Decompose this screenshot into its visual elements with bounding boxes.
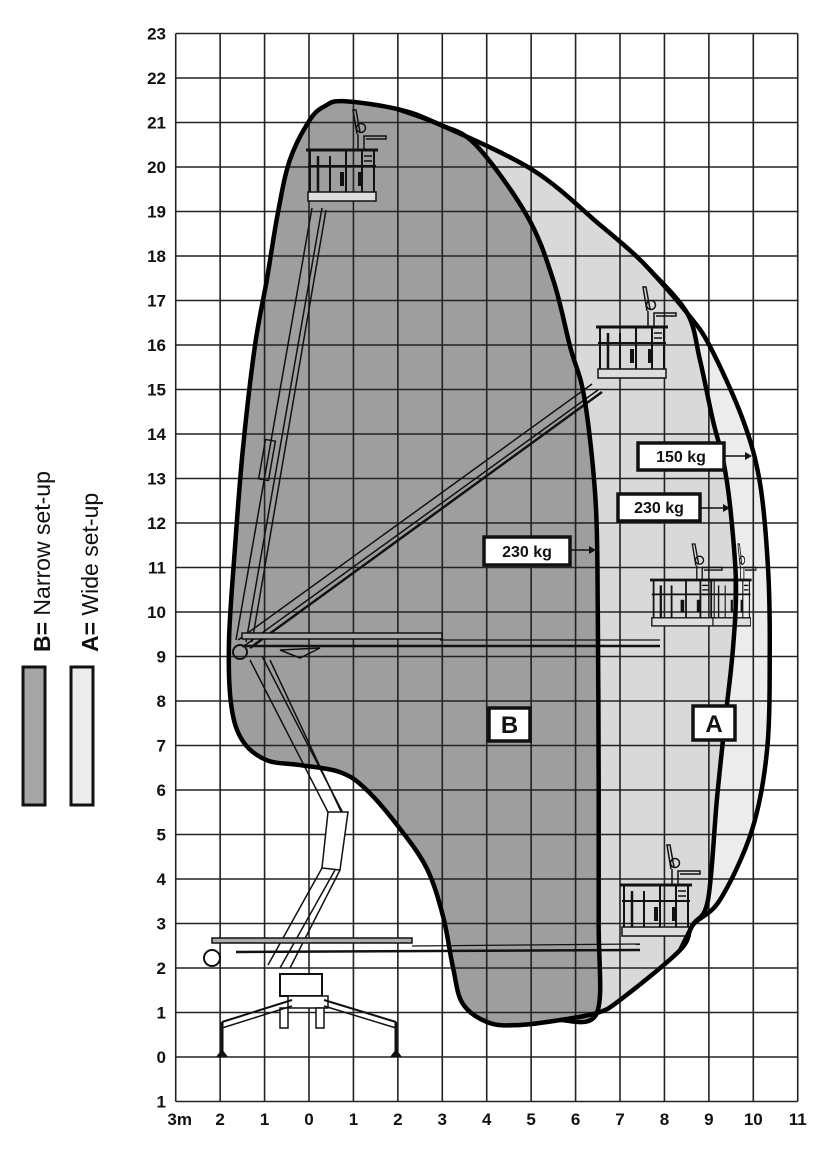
- x-tick-label: 2: [393, 1110, 402, 1129]
- load-label-230kg-narrow: 230 kg: [482, 535, 596, 567]
- zone-label-b: B: [487, 706, 532, 743]
- y-tick-label: 8: [157, 692, 166, 711]
- y-tick-label: 18: [147, 247, 166, 266]
- x-tick-label: 10: [744, 1110, 763, 1129]
- y-tick-label: 10: [147, 603, 166, 622]
- load-label-text: 150 kg: [656, 449, 706, 466]
- y-tick-label: 6: [157, 781, 166, 800]
- y-tick-label: 11: [148, 559, 166, 578]
- x-tick-label: 9: [704, 1110, 713, 1129]
- envelope-outlines: [226, 98, 773, 1028]
- boom-line: [279, 869, 336, 969]
- boom-line: [269, 659, 346, 821]
- zone-a-text: A: [705, 711, 722, 738]
- y-tick-label: 12: [147, 514, 166, 533]
- x-tick-label: 2: [215, 1110, 224, 1129]
- y-tick-label: 0: [157, 1048, 166, 1067]
- outrigger-foot: [390, 1049, 402, 1057]
- load-label-150kg-wide: 150 kg: [636, 441, 752, 472]
- arrow-head-icon: [589, 546, 596, 554]
- y-tick-label: 7: [157, 737, 166, 756]
- chassis: [287, 995, 329, 1009]
- load-label-text: 230 kg: [634, 500, 684, 517]
- vertical-boom: [235, 207, 313, 641]
- boom-line: [243, 389, 599, 647]
- zone-b-text: B: [501, 712, 518, 739]
- x-tick-label: 8: [660, 1110, 669, 1129]
- y-tick-label: 3: [157, 915, 166, 934]
- boom-section: [257, 438, 277, 482]
- y-tick-label: 15: [147, 381, 166, 400]
- aerial-platform-drawing: [203, 108, 758, 1057]
- track: [315, 1007, 325, 1029]
- x-tick-label: 1: [349, 1110, 358, 1129]
- legend-a-key: A=: [77, 622, 103, 652]
- wide-230kg-outline: [648, 268, 739, 952]
- x-tick-label: 3m: [167, 1110, 192, 1129]
- outrigger-right: [323, 999, 397, 1023]
- lower-horizontal-boom: [211, 937, 413, 944]
- x-tick-label: 0: [304, 1110, 313, 1129]
- legend-b-swatch: [21, 665, 47, 807]
- y-tick-label: 14: [147, 425, 166, 444]
- diagonal-boom: [237, 383, 593, 641]
- boom-line: [249, 390, 603, 650]
- legend-b-text: Narrow set-up: [29, 471, 55, 622]
- legend-a-swatch: [69, 665, 95, 807]
- legend-b-label: B= Narrow set-up: [29, 471, 55, 652]
- x-tick-label: 3: [438, 1110, 447, 1129]
- y-tick-label: 13: [147, 470, 166, 489]
- boom-line: [323, 1005, 397, 1029]
- boom-line: [289, 869, 341, 969]
- track: [279, 1007, 289, 1029]
- y-tick-label: 19: [147, 203, 166, 222]
- y-tick-label: 16: [147, 336, 166, 355]
- arrow-head-icon: [745, 452, 752, 460]
- zone-label-a: A: [691, 704, 737, 742]
- y-tick-label: 5: [157, 826, 166, 845]
- y-tick-label: 20: [147, 158, 166, 177]
- knee-plate: [321, 811, 349, 871]
- y-tick-label: 1: [157, 1004, 166, 1023]
- legend-b-key: B=: [29, 622, 55, 652]
- boom-line: [221, 1005, 293, 1029]
- y-tick-label: 4: [157, 870, 167, 889]
- y-tick-label: 22: [147, 69, 166, 88]
- narrow-230kg-zone: [228, 101, 601, 1026]
- y-tick-label: 1: [157, 1093, 166, 1112]
- x-tick-label: 7: [615, 1110, 624, 1129]
- horizontal-boom: [241, 632, 443, 640]
- legend-a-label: A= Wide set-up: [77, 493, 103, 652]
- boom-line: [251, 209, 327, 643]
- y-tick-label: 9: [157, 648, 166, 667]
- load-label-230kg-wide: 230 kg: [616, 492, 730, 523]
- load-label-text: 230 kg: [502, 544, 552, 561]
- y-tick-label: 21: [147, 114, 166, 133]
- turret: [279, 973, 323, 997]
- y-tick-label: 17: [147, 292, 166, 311]
- outrigger-foot: [216, 1049, 228, 1057]
- y-tick-label: 23: [147, 25, 166, 44]
- lower-horizontal-extension: [235, 948, 641, 954]
- legend-a-text: Wide set-up: [77, 493, 103, 622]
- pivot-joint: [232, 644, 248, 660]
- arrow-head-icon: [723, 504, 730, 512]
- folded-basket: [203, 949, 221, 967]
- x-tick-label: 11: [789, 1110, 807, 1129]
- lower-arm: [267, 867, 323, 966]
- boom-bracket: [279, 647, 321, 659]
- x-tick-label: 1: [260, 1110, 269, 1129]
- boom-line: [245, 207, 323, 643]
- y-tick-label: 2: [157, 959, 166, 978]
- lower-arm: [249, 659, 333, 821]
- outrigger-left: [221, 999, 293, 1023]
- x-tick-label: 4: [482, 1110, 492, 1129]
- x-tick-label: 6: [571, 1110, 580, 1129]
- x-tick-label: 5: [526, 1110, 535, 1129]
- narrow-230kg-outline: [397, 107, 603, 1025]
